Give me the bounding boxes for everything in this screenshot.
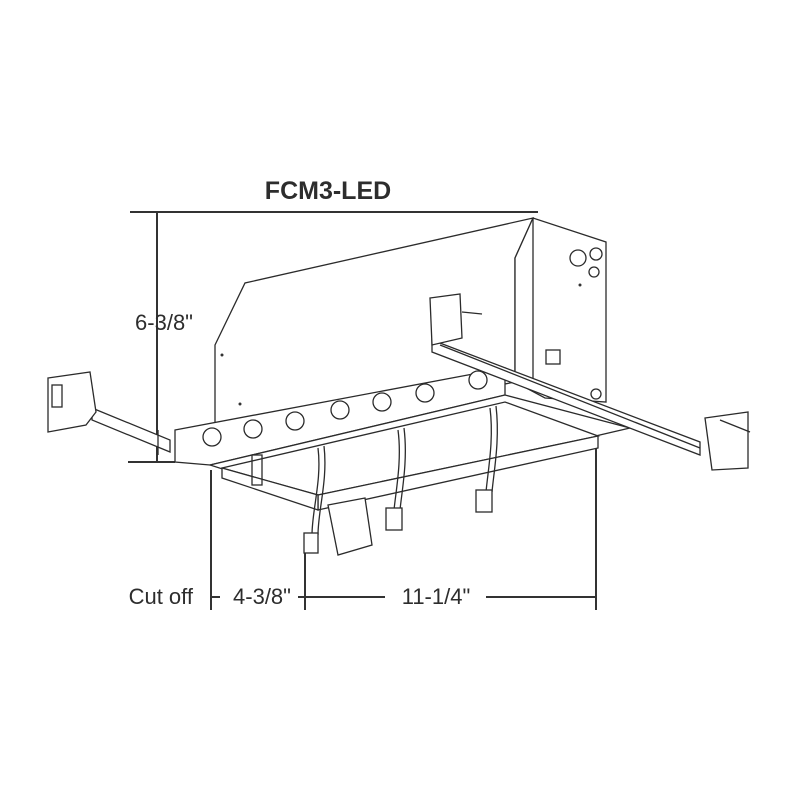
height-dimension-label: 6-3/8"	[135, 310, 193, 335]
cutoff-label: Cut off	[129, 584, 194, 609]
dimension-lines	[128, 211, 597, 610]
housing-drawing	[47, 217, 751, 556]
diagram-title: FCM3-LED	[265, 177, 391, 205]
length-dimension-label: 11-1/4"	[402, 584, 471, 609]
cutoff-width-label: 4-3/8"	[233, 584, 291, 609]
